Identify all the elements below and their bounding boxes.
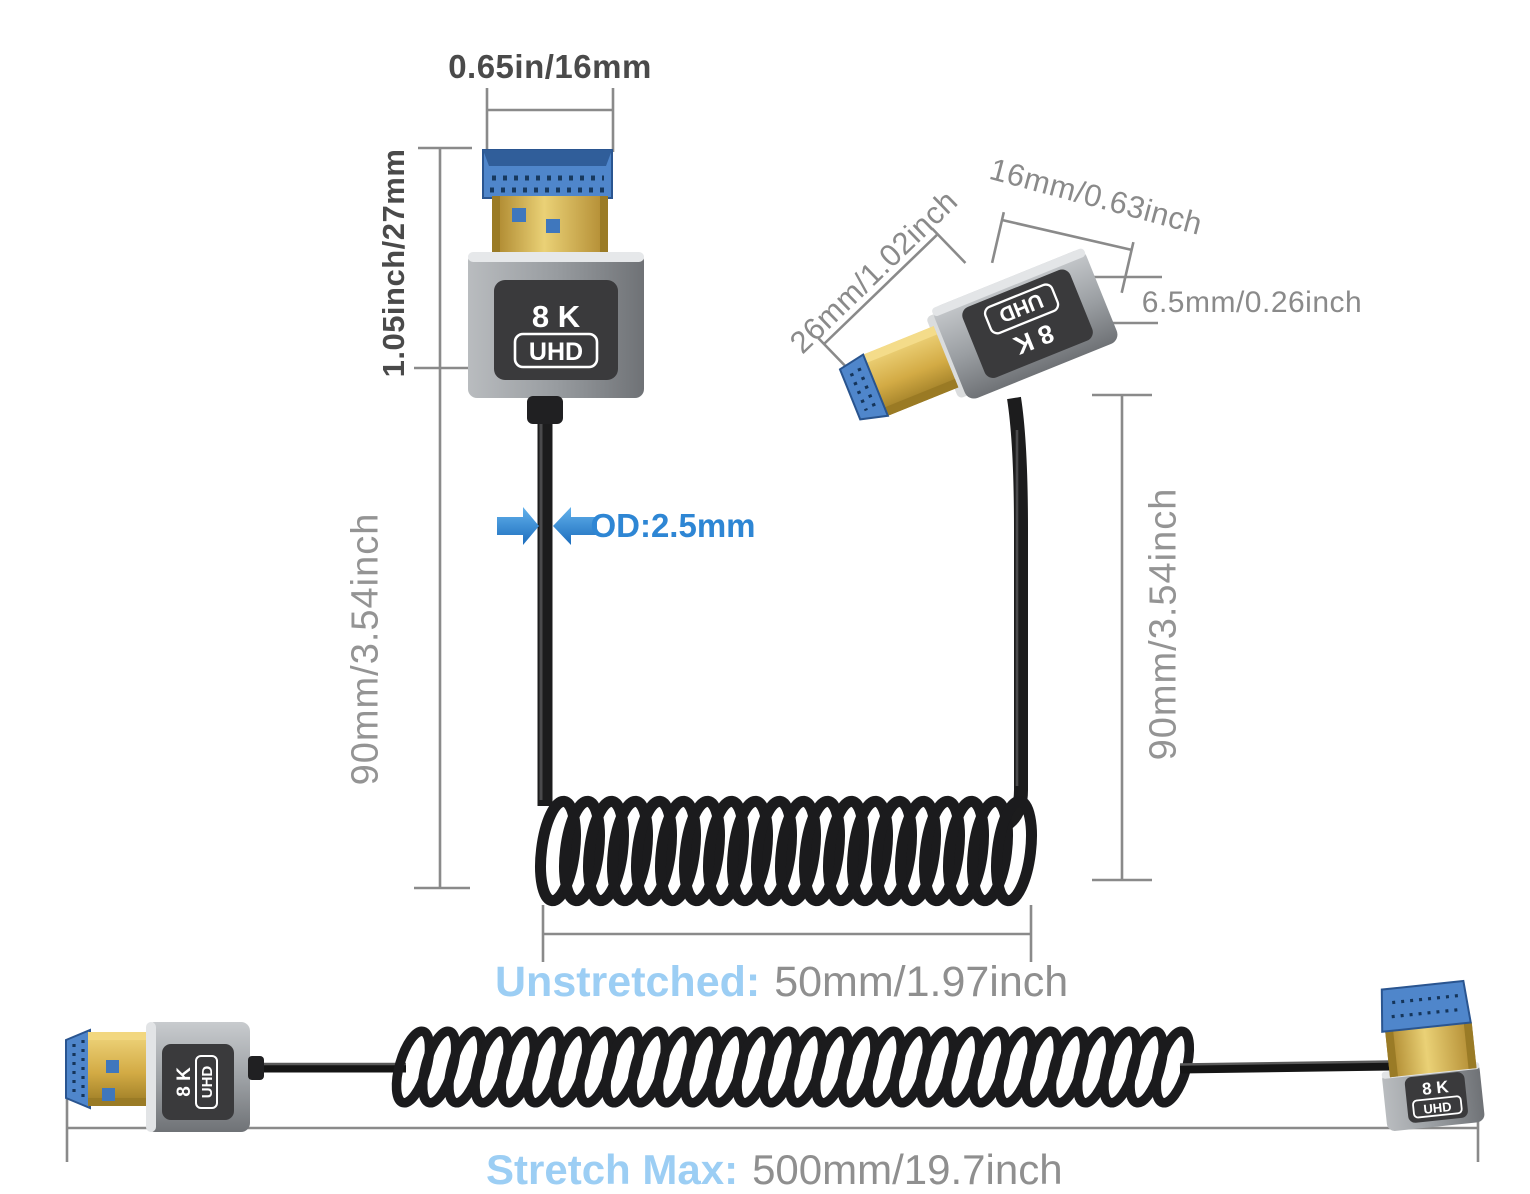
hdmi-adapter-right: 8 K UHD — [838, 248, 1118, 421]
cable-bottom-right-highlight — [1179, 1060, 1393, 1066]
gold-plug — [1385, 1022, 1477, 1078]
plug-screw-hole — [546, 219, 560, 233]
hdmi-connector-bottom-right: 8 K UHD — [1380, 979, 1485, 1131]
stretched-cable-assembly — [258, 1026, 1393, 1108]
badge-plate — [494, 280, 618, 380]
dim-left-vertical-line — [414, 146, 472, 890]
label-coil-drop-right: 90mm/3.54inch — [1142, 487, 1185, 761]
arrow-right-icon — [497, 507, 539, 545]
badge-plate — [162, 1044, 234, 1120]
coil-unstretched — [535, 795, 1037, 907]
gold-plug-edge — [492, 196, 500, 258]
strain-relief — [527, 396, 563, 424]
uhd-outline — [1412, 1095, 1463, 1119]
cable-right-drop — [1001, 396, 1028, 831]
pin-face-top — [483, 150, 612, 166]
badge-plate — [1404, 1072, 1468, 1123]
badge-rotated: 8 K UHD — [174, 1055, 218, 1109]
badge-plate — [962, 269, 1093, 378]
label-cable-od: OD:2.5mm — [590, 507, 756, 544]
uhd-outline — [195, 1055, 218, 1109]
hdmi-connector-bottom-left: 8 K UHD — [65, 1022, 264, 1132]
label-coil-drop-left: 90mm/3.54inch — [344, 512, 387, 786]
badge-8k: 8 K — [1421, 1077, 1450, 1099]
connector-body-bevel — [146, 1022, 156, 1132]
label-connector-height: 1.05inch/27mm — [376, 148, 411, 378]
dim-unstretched-line — [541, 905, 1033, 962]
label-plug-width: 0.65in/16mm — [448, 48, 652, 85]
stretch-max-measure: Stretch Max: 500mm/19.7inch — [486, 1146, 1063, 1194]
gold-plug-edge — [600, 196, 608, 258]
badge-8k: 8 K — [174, 1067, 195, 1097]
gold-plug-bottom — [88, 1098, 150, 1106]
dim-right-vertical-line — [1092, 393, 1152, 882]
dimension-lines — [65, 88, 1480, 1162]
cable-bottom-right — [1179, 1061, 1393, 1074]
gold-plug-edge — [1385, 1030, 1398, 1078]
dim-plug-width-line — [485, 88, 615, 152]
pin-row — [1391, 1007, 1462, 1019]
strain-relief — [248, 1056, 264, 1080]
od-arrows — [497, 507, 597, 545]
uhd-outline — [513, 332, 599, 369]
plug-screw-hole — [106, 1060, 119, 1073]
stretch-max-value: 500mm/19.7inch — [752, 1146, 1063, 1193]
gold-plug-top — [863, 326, 937, 363]
hdmi-connector-top: 8 K UHD — [468, 149, 644, 424]
unstretched-value: 50mm/1.97inch — [774, 958, 1069, 1006]
pin-face — [1380, 979, 1472, 1033]
coil-stretched — [391, 1026, 1195, 1108]
gold-plug-edge — [1463, 1022, 1477, 1069]
adapter-body-bevel — [932, 248, 1086, 316]
plug-screw-hole — [102, 1088, 115, 1101]
unstretched-measure: Unstretched: 50mm/1.97inch — [495, 958, 1068, 1007]
pin-face — [838, 353, 890, 421]
uhd-outline — [983, 283, 1060, 335]
unstretched-label: Unstretched: — [495, 958, 761, 1006]
arrow-left-icon — [553, 507, 597, 545]
badge-uhd: UHD — [1423, 1099, 1453, 1117]
plug-screw-hole — [512, 208, 526, 222]
gold-plug-bottom — [884, 378, 959, 416]
dim-adapter-width-line — [990, 211, 1135, 294]
coiled-cable-assembly — [535, 396, 1037, 907]
badge-uhd: UHD — [199, 1066, 216, 1099]
pin-face — [65, 1028, 91, 1110]
badge-uhd: UHD — [529, 338, 583, 366]
badge-8k: 8 K — [532, 299, 581, 334]
gold-plug-top — [88, 1032, 150, 1040]
pin-row — [849, 372, 868, 412]
label-adapter-thickness: 6.5mm/0.26inch — [1141, 286, 1363, 319]
pin-row — [1392, 994, 1459, 1005]
stretch-max-label: Stretch Max: — [486, 1146, 739, 1193]
connector-body-bevel — [468, 252, 644, 262]
